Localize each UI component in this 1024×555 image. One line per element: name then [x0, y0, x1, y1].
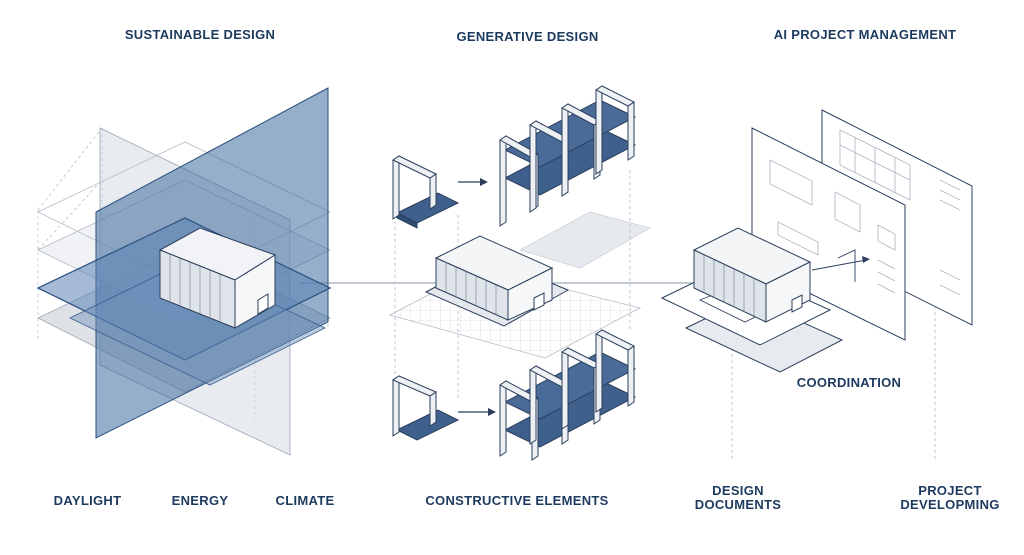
heading-generative-design: GENERATIVE DESIGN: [456, 29, 599, 44]
label-climate: CLIMATE: [275, 493, 335, 508]
label-design-documents: DESIGN DOCUMENTS: [694, 483, 782, 512]
generative-design-illustration: [388, 85, 651, 461]
label-energy: ENERGY: [171, 493, 229, 508]
ai-project-management-illustration: [660, 109, 973, 460]
heading-ai-project-management: AI PROJECT MANAGEMENT: [773, 27, 957, 42]
label-daylight: DAYLIGHT: [53, 493, 122, 508]
label-constructive-elements: CONSTRUCTIVE ELEMENTS: [425, 493, 609, 508]
label-project-developing: PROJECT DEVELOPMING: [900, 483, 1000, 512]
heading-sustainable-design: SUSTAINABLE DESIGN: [124, 27, 276, 42]
label-coordination: COORDINATION: [796, 375, 902, 390]
sustainable-design-illustration: [36, 87, 332, 456]
